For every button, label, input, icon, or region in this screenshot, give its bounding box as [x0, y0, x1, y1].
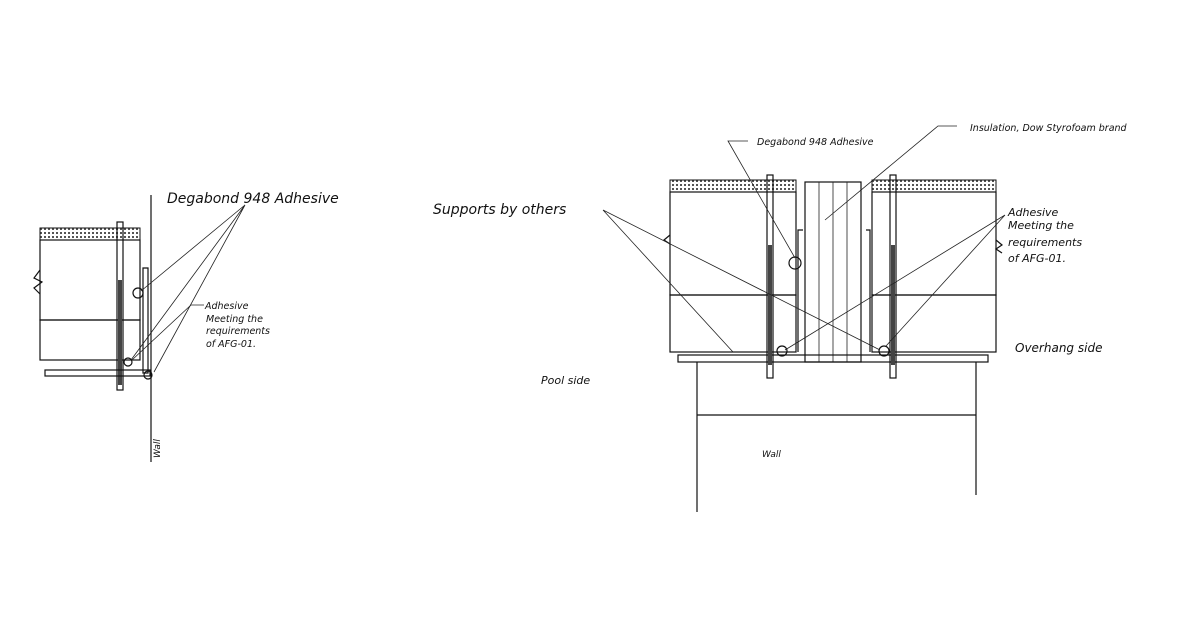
anchor-bolt-pool	[766, 174, 774, 379]
afg-label-line-1: Adhesive	[1007, 206, 1059, 219]
mortar-layer-overhang	[871, 294, 997, 353]
adhesive-bead	[788, 256, 802, 270]
adhesive-bead	[132, 287, 144, 299]
top-coping-band	[39, 227, 141, 241]
afg-label-line-3: requirements	[1008, 236, 1082, 249]
afg-label-line-2: Meeting the	[206, 314, 263, 325]
insulation-label: Insulation, Dow Styrofoam brand	[970, 123, 1128, 134]
angle-bracket-vertical	[142, 267, 149, 374]
adhesive-bead	[878, 345, 890, 357]
bolt-thread	[768, 245, 772, 365]
bolt-thread	[118, 280, 122, 385]
leader-line	[131, 304, 204, 361]
supports-label: Supports by others	[433, 202, 566, 218]
leader-line	[727, 140, 796, 259]
adhesive-bead	[143, 370, 153, 380]
adhesive-bead	[123, 357, 133, 367]
left-detail: Degabond 948 Adhesive Adhesive Meeting t…	[33, 191, 339, 462]
adhesive-label: Degabond 948 Adhesive	[757, 137, 874, 148]
afg-label-line-1: Adhesive	[204, 301, 249, 312]
afg-label-line-4: of AFG-01.	[1008, 252, 1066, 265]
afg-label-line-4: of AFG-01.	[206, 339, 256, 350]
leader-lines	[130, 204, 246, 373]
wall-label: Wall	[762, 450, 781, 460]
bolt-thread	[891, 245, 895, 365]
bracket	[797, 229, 871, 352]
adhesive-bead	[776, 345, 788, 357]
wall-label: Wall	[153, 439, 163, 458]
afg-label-line-2: Meeting the	[1008, 219, 1074, 232]
right-detail: Degabond 948 Adhesive Insulation, Dow St…	[433, 123, 1128, 512]
afg-leader-lines	[784, 214, 1006, 351]
break-line	[994, 239, 1004, 254]
base-plate	[677, 354, 989, 363]
deck-block	[39, 239, 141, 321]
overhang-side-label: Overhang side	[1015, 341, 1102, 355]
anchor-bolt-overhang	[889, 174, 897, 379]
pool-side-label: Pool side	[541, 374, 590, 387]
leader-line	[824, 125, 957, 221]
deck-block-pool	[669, 191, 797, 296]
anchor-bolt	[116, 221, 124, 391]
mortar-layer	[39, 319, 141, 361]
supports-leader-lines	[602, 209, 881, 353]
afg-label-line-3: requirements	[206, 326, 270, 337]
top-coping-band-pool	[669, 179, 797, 193]
break-line	[33, 269, 44, 295]
wall-structure	[696, 362, 977, 512]
adhesive-label: Degabond 948 Adhesive	[167, 191, 339, 207]
angle-bracket-horizontal	[44, 369, 151, 377]
